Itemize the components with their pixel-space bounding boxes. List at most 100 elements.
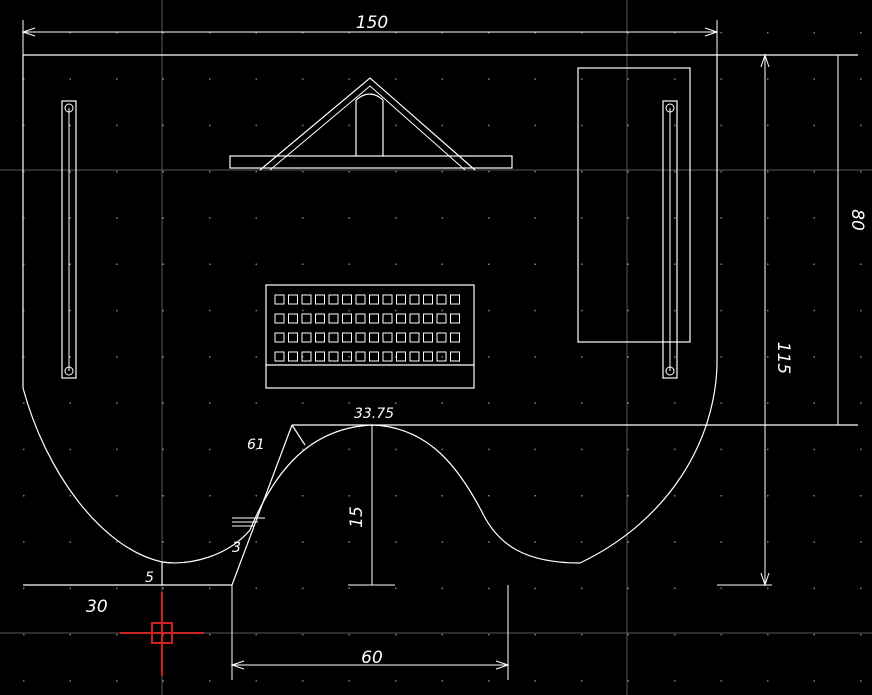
grid-dot	[674, 78, 676, 80]
dimension-label-80: 80	[847, 209, 867, 231]
grid-dot	[441, 402, 443, 404]
grid-dot	[69, 124, 71, 127]
grid-dot	[116, 356, 118, 358]
grid-dot	[302, 170, 304, 173]
grid-dot	[488, 448, 490, 451]
grid-dot	[69, 309, 71, 312]
grid-dot	[255, 32, 257, 34]
grid-dot	[627, 448, 629, 451]
grid-dot	[69, 32, 71, 34]
grid-dot	[581, 495, 583, 497]
grid-dot	[69, 587, 71, 590]
grid-dot	[813, 448, 815, 451]
grid-dot	[860, 448, 862, 451]
grid-dot	[627, 541, 629, 543]
dimension-label-115: 115	[773, 342, 793, 374]
keyboard-key	[409, 294, 420, 305]
keyboard-key	[328, 313, 339, 324]
grid-dot	[581, 170, 583, 173]
grid-dot	[813, 680, 815, 682]
grid-dot	[209, 78, 211, 80]
grid-dot	[488, 170, 490, 173]
grid-dot	[348, 587, 350, 590]
keyboard-key	[396, 351, 406, 362]
grid-dot	[162, 170, 164, 173]
grid-dot	[767, 309, 769, 312]
grid-dot	[69, 78, 71, 80]
grid-dot	[395, 309, 397, 312]
right-panel	[577, 67, 691, 379]
grid-dot	[488, 32, 490, 34]
grid-dot	[720, 32, 722, 34]
grid-dot	[534, 309, 536, 312]
grid-dot	[813, 356, 815, 358]
grid-dot	[720, 356, 722, 358]
grid-dot	[209, 356, 211, 358]
grid-dot	[674, 402, 676, 404]
grid-dot	[162, 541, 164, 543]
grid-dot	[767, 402, 769, 404]
grid-dot	[255, 495, 257, 497]
grid-dot	[860, 356, 862, 358]
keyboard-key	[369, 294, 379, 305]
grid-dot	[627, 495, 629, 497]
grid-dots	[23, 32, 862, 682]
dimension-right: 80 115	[717, 53, 867, 587]
grid-dot	[23, 402, 25, 404]
grid-dot	[488, 495, 490, 497]
keyboard-key	[396, 313, 406, 324]
grid-dot	[302, 309, 304, 312]
keyboard-key	[396, 332, 406, 343]
grid-dot	[162, 680, 164, 682]
grid-dot	[162, 402, 164, 404]
grid-dot	[860, 633, 862, 636]
grid-dot	[116, 680, 118, 682]
grid-dot	[209, 170, 211, 173]
keyboard-key	[409, 332, 420, 343]
grid-dot	[395, 217, 397, 219]
keyboard-key	[288, 294, 298, 305]
grid-dot	[534, 124, 536, 127]
grid-dot	[674, 541, 676, 543]
crosshair-cursor-icon[interactable]	[120, 592, 204, 676]
grid-dot	[302, 541, 304, 543]
grid-dot	[488, 680, 490, 682]
keyboard-key	[342, 351, 352, 362]
grid-dot	[255, 263, 257, 265]
grid-dot	[534, 78, 536, 80]
grid-dot	[441, 587, 443, 590]
keyboard-key	[423, 313, 433, 324]
keyboard-key	[301, 351, 312, 362]
dimension-label-5: 5	[145, 570, 154, 586]
grid-dot	[488, 78, 490, 80]
grid-dot	[441, 541, 443, 543]
grid-dot	[860, 263, 862, 265]
grid-dot	[348, 78, 350, 80]
grid-dot	[534, 541, 536, 543]
keyboard-key	[382, 351, 393, 362]
grid-dot	[581, 541, 583, 543]
grid-dot	[534, 32, 536, 34]
grid-dot	[860, 78, 862, 80]
grid-dot	[116, 78, 118, 80]
grid-dot	[69, 448, 71, 451]
grid-dot	[302, 495, 304, 497]
grid-dot	[813, 402, 815, 404]
dimension-label-30: 30	[86, 597, 108, 617]
grid-dot	[255, 356, 257, 358]
grid-dot	[813, 309, 815, 312]
grid-dot	[302, 356, 304, 358]
grid-dot	[162, 124, 164, 127]
grid-dot	[302, 633, 304, 636]
grid-dot	[23, 495, 25, 497]
dimension-label-60: 60	[361, 648, 383, 668]
grid-dot	[255, 217, 257, 219]
grid-dot	[395, 124, 397, 127]
keyboard-key	[450, 351, 460, 362]
grid-dot	[767, 448, 769, 451]
grid-dot	[348, 356, 350, 358]
grid-dot	[162, 263, 164, 265]
keyboard-key	[328, 351, 339, 362]
